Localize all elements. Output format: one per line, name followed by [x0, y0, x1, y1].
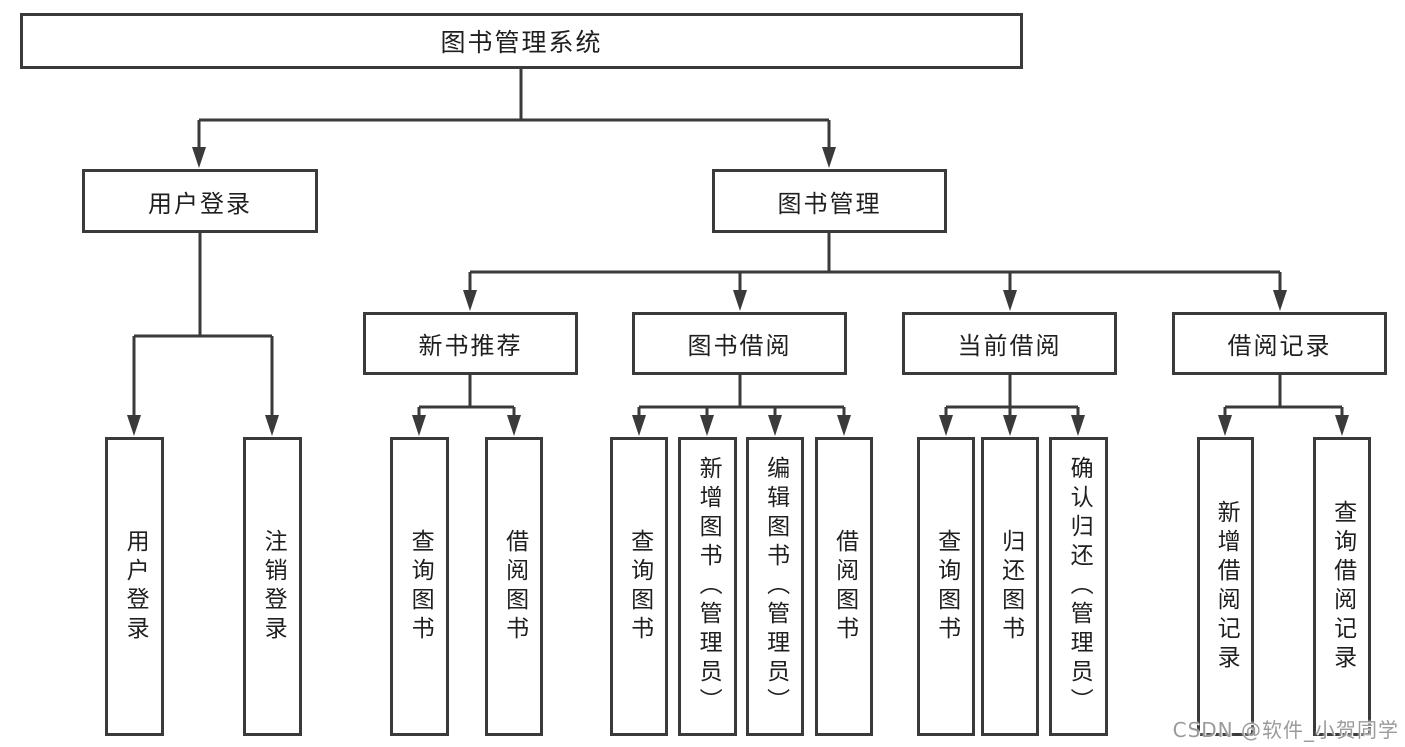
- leaf-user-login: 用户登录: [105, 437, 164, 736]
- leaf-label: 新增图书（管理员）: [695, 456, 722, 717]
- leaf-label: 借阅图书: [831, 528, 858, 645]
- leaf-label: 查询图书: [407, 528, 434, 645]
- node-library-system: 图书管理系统: [20, 13, 1023, 69]
- leaf-add-books-admin: 新增图书（管理员）: [678, 437, 737, 736]
- node-book-borrowing: 图书借阅: [632, 312, 847, 375]
- node-label: 当前借阅: [957, 332, 1062, 360]
- node-current-borrowing: 当前借阅: [902, 312, 1117, 375]
- leaf-query-books-borrow: 查询图书: [610, 437, 668, 736]
- leaf-borrow-books: 借阅图书: [815, 437, 873, 736]
- leaf-label: 新增借阅记录: [1213, 499, 1240, 674]
- leaf-label: 归还图书: [997, 528, 1024, 645]
- node-label: 用户登录: [148, 189, 252, 218]
- node-label: 借阅记录: [1227, 332, 1332, 360]
- leaf-borrow-books-recommend: 借阅图书: [485, 437, 543, 736]
- leaf-add-borrow-record: 新增借阅记录: [1197, 437, 1254, 736]
- leaf-query-books-recommend: 查询图书: [390, 437, 449, 736]
- leaf-label: 查询图书: [626, 528, 653, 645]
- node-user-login: 用户登录: [82, 169, 318, 233]
- leaf-label: 注销登录: [260, 528, 287, 645]
- leaf-query-borrow-record: 查询借阅记录: [1313, 437, 1371, 736]
- node-new-book-recommend: 新书推荐: [363, 312, 578, 375]
- leaf-label: 查询借阅记录: [1329, 499, 1356, 674]
- node-label: 图书管理: [777, 189, 882, 218]
- node-borrowing-records: 借阅记录: [1172, 312, 1387, 375]
- node-label: 新书推荐: [418, 332, 523, 360]
- leaf-query-books-current: 查询图书: [917, 437, 975, 736]
- leaf-label: 用户登录: [122, 528, 149, 645]
- node-label: 图书管理系统: [440, 28, 603, 57]
- leaf-label: 查询图书: [933, 528, 960, 645]
- leaf-label: 借阅图书: [501, 528, 528, 645]
- leaf-confirm-return-admin: 确认归还（管理员）: [1049, 437, 1108, 736]
- node-label: 图书借阅: [687, 332, 792, 360]
- node-book-management: 图书管理: [712, 169, 947, 233]
- leaf-label: 编辑图书（管理员）: [762, 456, 789, 717]
- csdn-watermark: CSDN @软件_小贺同学: [1172, 718, 1399, 742]
- leaf-return-books: 归还图书: [981, 437, 1039, 736]
- leaf-edit-books-admin: 编辑图书（管理员）: [746, 437, 804, 736]
- leaf-label: 确认归还（管理员）: [1066, 456, 1093, 717]
- leaf-logout: 注销登录: [243, 437, 302, 736]
